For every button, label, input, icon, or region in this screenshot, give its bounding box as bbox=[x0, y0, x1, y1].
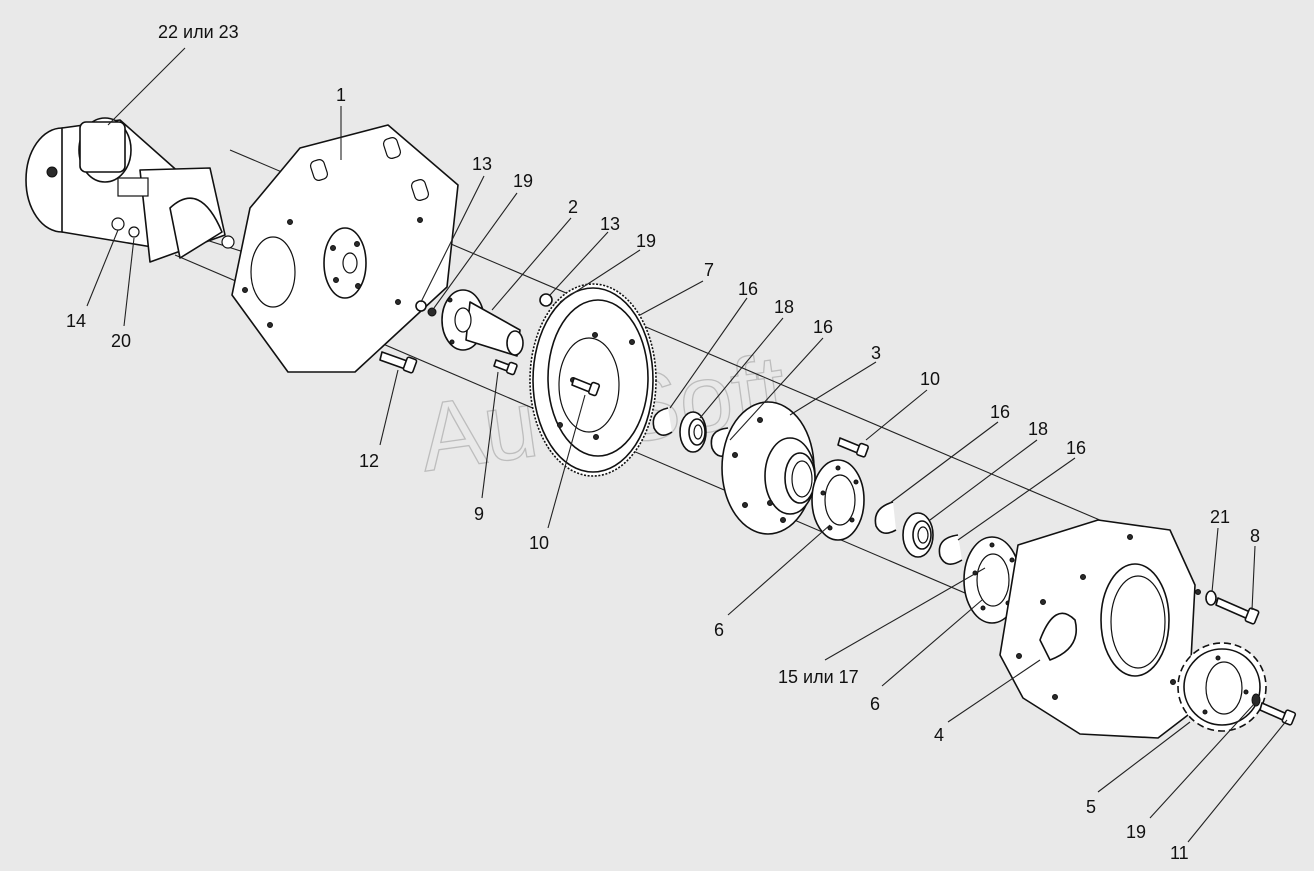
callout-10b: 10 bbox=[529, 533, 549, 553]
bolt-8 bbox=[1215, 597, 1260, 625]
retaining-ring-16d bbox=[938, 534, 963, 565]
bearing-18b bbox=[902, 512, 934, 558]
washer-19 bbox=[1251, 693, 1261, 707]
callout-20: 20 bbox=[111, 331, 131, 351]
bolt-12 bbox=[379, 351, 418, 374]
callout-7: 7 bbox=[704, 260, 714, 280]
bolt-10-housing bbox=[837, 437, 869, 458]
bearing-housing bbox=[721, 401, 816, 535]
callout-18b: 18 bbox=[1028, 419, 1048, 439]
leader-lines bbox=[86, 47, 1288, 843]
shaft bbox=[441, 289, 524, 357]
callout-2: 2 bbox=[568, 197, 578, 217]
bolt-9 bbox=[493, 359, 518, 376]
gasket-6a bbox=[811, 459, 865, 541]
callout-22-23: 22 или 23 bbox=[158, 22, 239, 42]
callout-13b: 13 bbox=[600, 214, 620, 234]
callout-5: 5 bbox=[1086, 797, 1096, 817]
cover-plate bbox=[999, 519, 1201, 739]
callout-18a: 18 bbox=[774, 297, 794, 317]
bolt-10-flywheel bbox=[571, 377, 601, 397]
callout-16d: 16 bbox=[1066, 438, 1086, 458]
retaining-ring-16c bbox=[874, 501, 897, 534]
callout-16a: 16 bbox=[738, 279, 758, 299]
callout-10a: 10 bbox=[920, 369, 940, 389]
bolt-11 bbox=[1259, 702, 1297, 726]
callout-3: 3 bbox=[871, 343, 881, 363]
callout-6b: 6 bbox=[870, 694, 880, 714]
callout-14: 14 bbox=[66, 311, 86, 331]
hub-flange bbox=[323, 227, 367, 299]
callout-4: 4 bbox=[934, 725, 944, 745]
callout-8: 8 bbox=[1250, 526, 1260, 546]
sprocket bbox=[1177, 642, 1267, 732]
callout-1: 1 bbox=[336, 85, 346, 105]
callout-21: 21 bbox=[1210, 507, 1230, 527]
callout-12: 12 bbox=[359, 451, 379, 471]
callout-13a: 13 bbox=[472, 154, 492, 174]
callout-19c: 19 bbox=[1126, 822, 1146, 842]
callout-9: 9 bbox=[474, 504, 484, 524]
bearing-18a bbox=[679, 411, 707, 453]
callout-16b: 16 bbox=[813, 317, 833, 337]
starter-motor bbox=[25, 117, 235, 263]
callout-6a: 6 bbox=[714, 620, 724, 640]
callout-19a: 19 bbox=[513, 171, 533, 191]
retaining-ring-16a bbox=[652, 407, 673, 436]
callout-11: 11 bbox=[1170, 843, 1189, 863]
flywheel-gear bbox=[529, 283, 657, 477]
callout-19b: 19 bbox=[636, 231, 656, 251]
callout-15-17: 15 или 17 bbox=[778, 667, 859, 687]
callout-16c: 16 bbox=[990, 402, 1010, 422]
callout-labels: 22 или 23 1 13 19 2 13 19 7 16 18 16 3 1… bbox=[66, 22, 1260, 863]
washer-21 bbox=[1205, 590, 1217, 606]
